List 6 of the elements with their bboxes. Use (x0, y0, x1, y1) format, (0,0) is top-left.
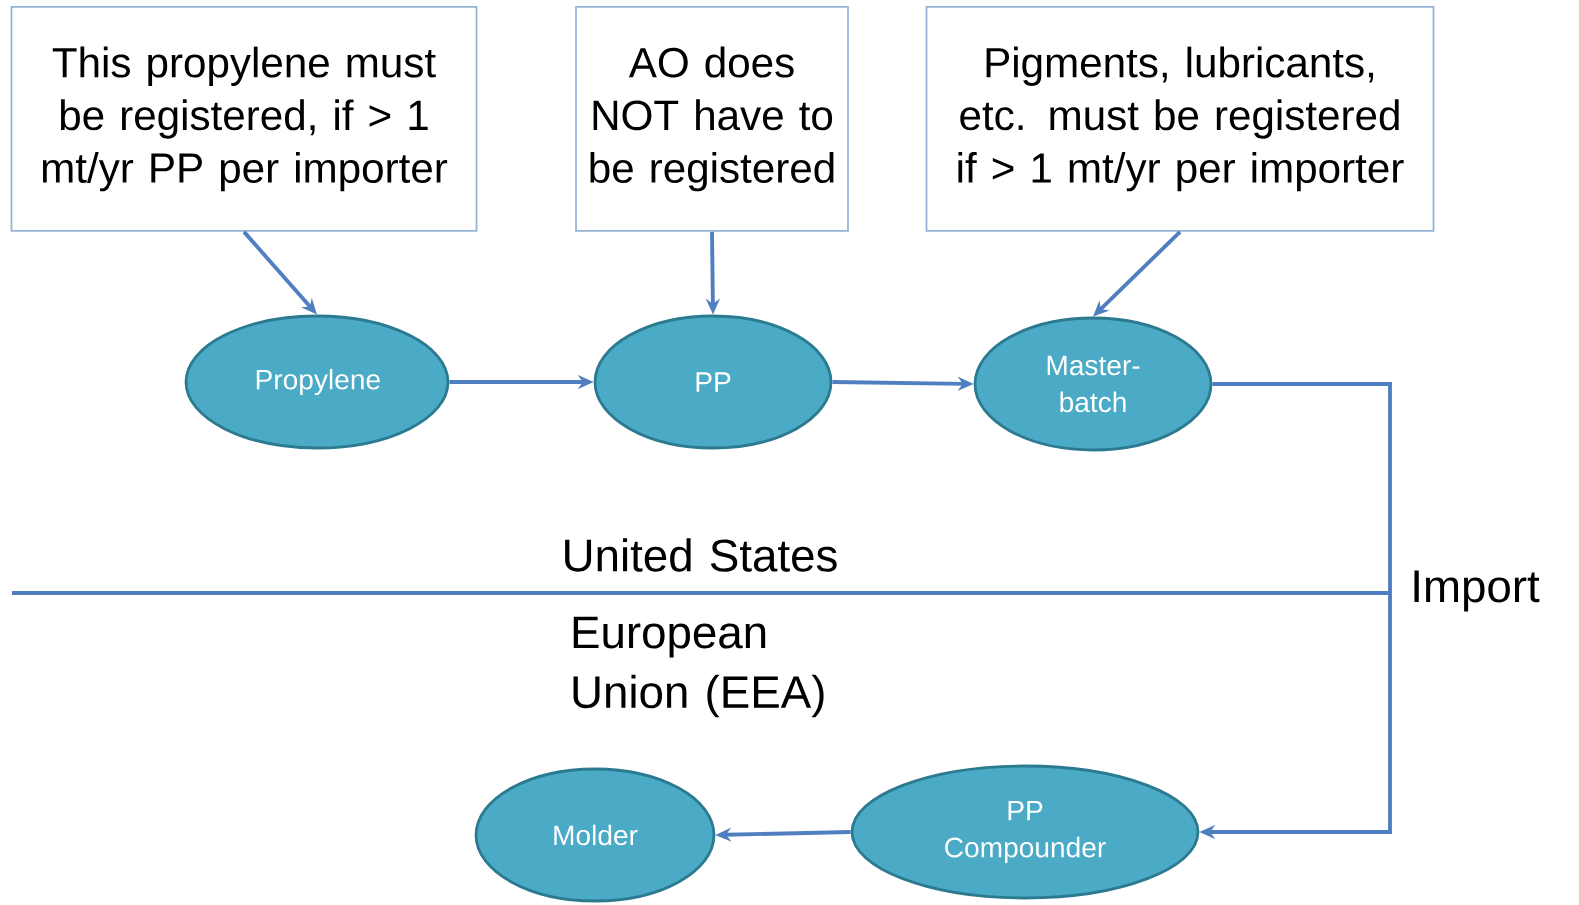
region-label: European Union (EEA) (573, 616, 824, 718)
region-label: Import (1414, 570, 1540, 612)
note-box: Pigments, lubricants, etc. must be registered if > 1 mt/yr per importer (925, 6, 1435, 232)
region-label: United States (565, 538, 837, 572)
note-box: AO does NOT have to be registered (575, 6, 849, 232)
note-box: This propylene must be registered, if > 1 mt/yr PP per importer (10, 6, 478, 232)
